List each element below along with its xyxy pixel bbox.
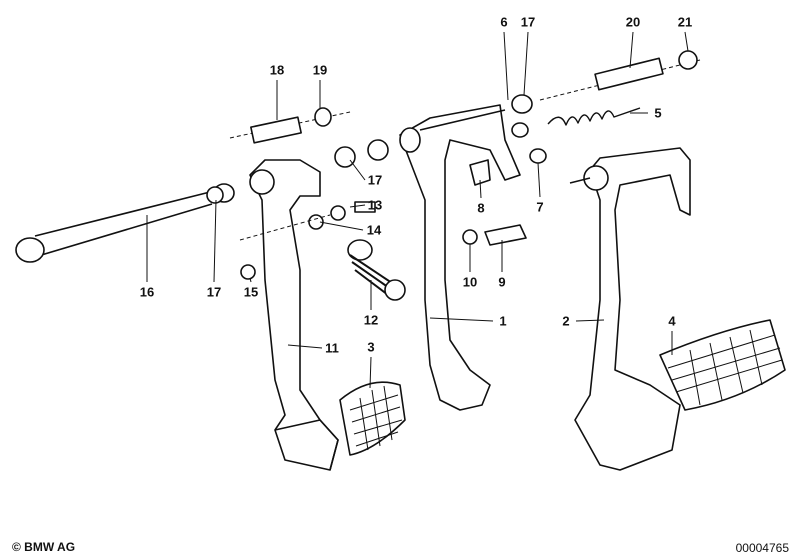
part-label-5: 5 (654, 105, 662, 121)
part-label-21: 21 (677, 14, 693, 30)
pedal-pad-4 (659, 319, 786, 411)
small-parts-13-14-15 (239, 201, 376, 280)
pedal-shaft-16 (15, 191, 213, 263)
part-label-20: 20 (625, 14, 641, 30)
part-label-4: 4 (668, 313, 676, 329)
clutch-pedal-11 (249, 159, 339, 471)
top-right-parts (511, 50, 701, 164)
part-label-12: 12 (363, 312, 379, 328)
copyright: © BMW AG (12, 540, 76, 554)
part-label-10: 10 (462, 274, 478, 290)
pin-18 (229, 107, 351, 144)
part-label-6: 6 (500, 14, 508, 30)
part-label-3: 3 (367, 339, 375, 355)
part-label-17: 17 (520, 14, 536, 30)
part-label-7: 7 (536, 199, 544, 215)
spring-12 (347, 239, 406, 301)
part-label-9: 9 (498, 274, 506, 290)
diagram-number: 00004765 (735, 541, 789, 555)
part-label-16: 16 (139, 284, 155, 300)
leader-lines (146, 31, 689, 389)
part-label-13: 13 (367, 197, 383, 213)
brake-pedal-1 (399, 104, 521, 411)
part-label-17: 17 (367, 172, 383, 188)
part-label-11: 11 (325, 340, 339, 356)
part-label-14: 14 (366, 222, 382, 238)
part-label-19: 19 (312, 62, 328, 78)
pedal-pad-3 (339, 381, 406, 456)
part-label-18: 18 (269, 62, 285, 78)
bushing-17-left (206, 183, 235, 204)
part-label-8: 8 (477, 200, 485, 216)
part-label-17: 17 (206, 284, 222, 300)
part-label-15: 15 (243, 284, 259, 300)
bushing-17-middle (334, 139, 389, 168)
pedal-2 (569, 147, 691, 471)
small-parts-8-9-10 (462, 159, 527, 246)
part-label-1: 1 (499, 313, 507, 329)
part-label-2: 2 (562, 313, 570, 329)
